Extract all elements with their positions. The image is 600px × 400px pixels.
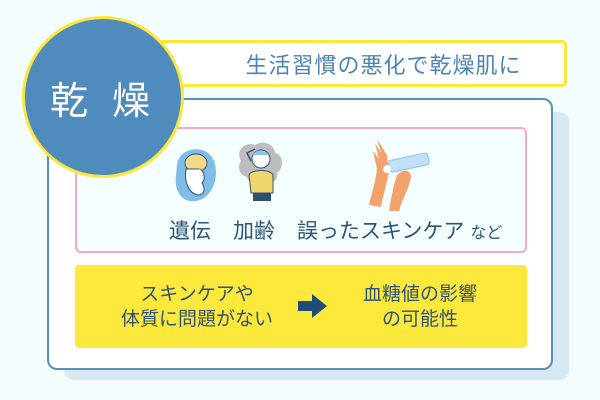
factor-suffix: など — [470, 223, 503, 242]
factor-labels: 遺伝 加齢 誤ったスキンケア など — [169, 215, 502, 245]
factors-box: 遺伝 加齢 誤ったスキンケア など — [75, 127, 527, 253]
title-text: 生活習慣の悪化で乾燥肌に — [245, 53, 522, 79]
right-arrow-icon — [298, 294, 327, 318]
flow-result: 血糖値の影響 の可能性 — [335, 282, 505, 332]
flow-result-line1: 血糖値の影響 — [362, 283, 477, 305]
badge-label: 乾 燥 — [49, 78, 157, 123]
flow-condition-line1: スキンケアや — [140, 283, 254, 305]
hands-cream-icon — [369, 139, 430, 211]
flow-condition: スキンケアや 体質に問題がない — [97, 282, 297, 332]
factor-heredity: 遺伝 — [169, 219, 211, 243]
factor-skincare: 誤ったスキンケア — [297, 219, 465, 243]
flow-condition-line2: 体質に問題がない — [120, 308, 273, 330]
dryness-badge: 乾 燥 — [22, 16, 184, 178]
aging-person-icon — [239, 142, 282, 201]
fetus-icon — [175, 149, 216, 202]
title-box: 生活習慣の悪化で乾燥肌に — [150, 40, 567, 87]
flow-result-line2: の可能性 — [381, 308, 458, 330]
flow-box: スキンケアや 体質に問題がない 血糖値の影響 の可能性 — [75, 265, 527, 348]
factor-aging: 加齢 — [233, 219, 275, 243]
